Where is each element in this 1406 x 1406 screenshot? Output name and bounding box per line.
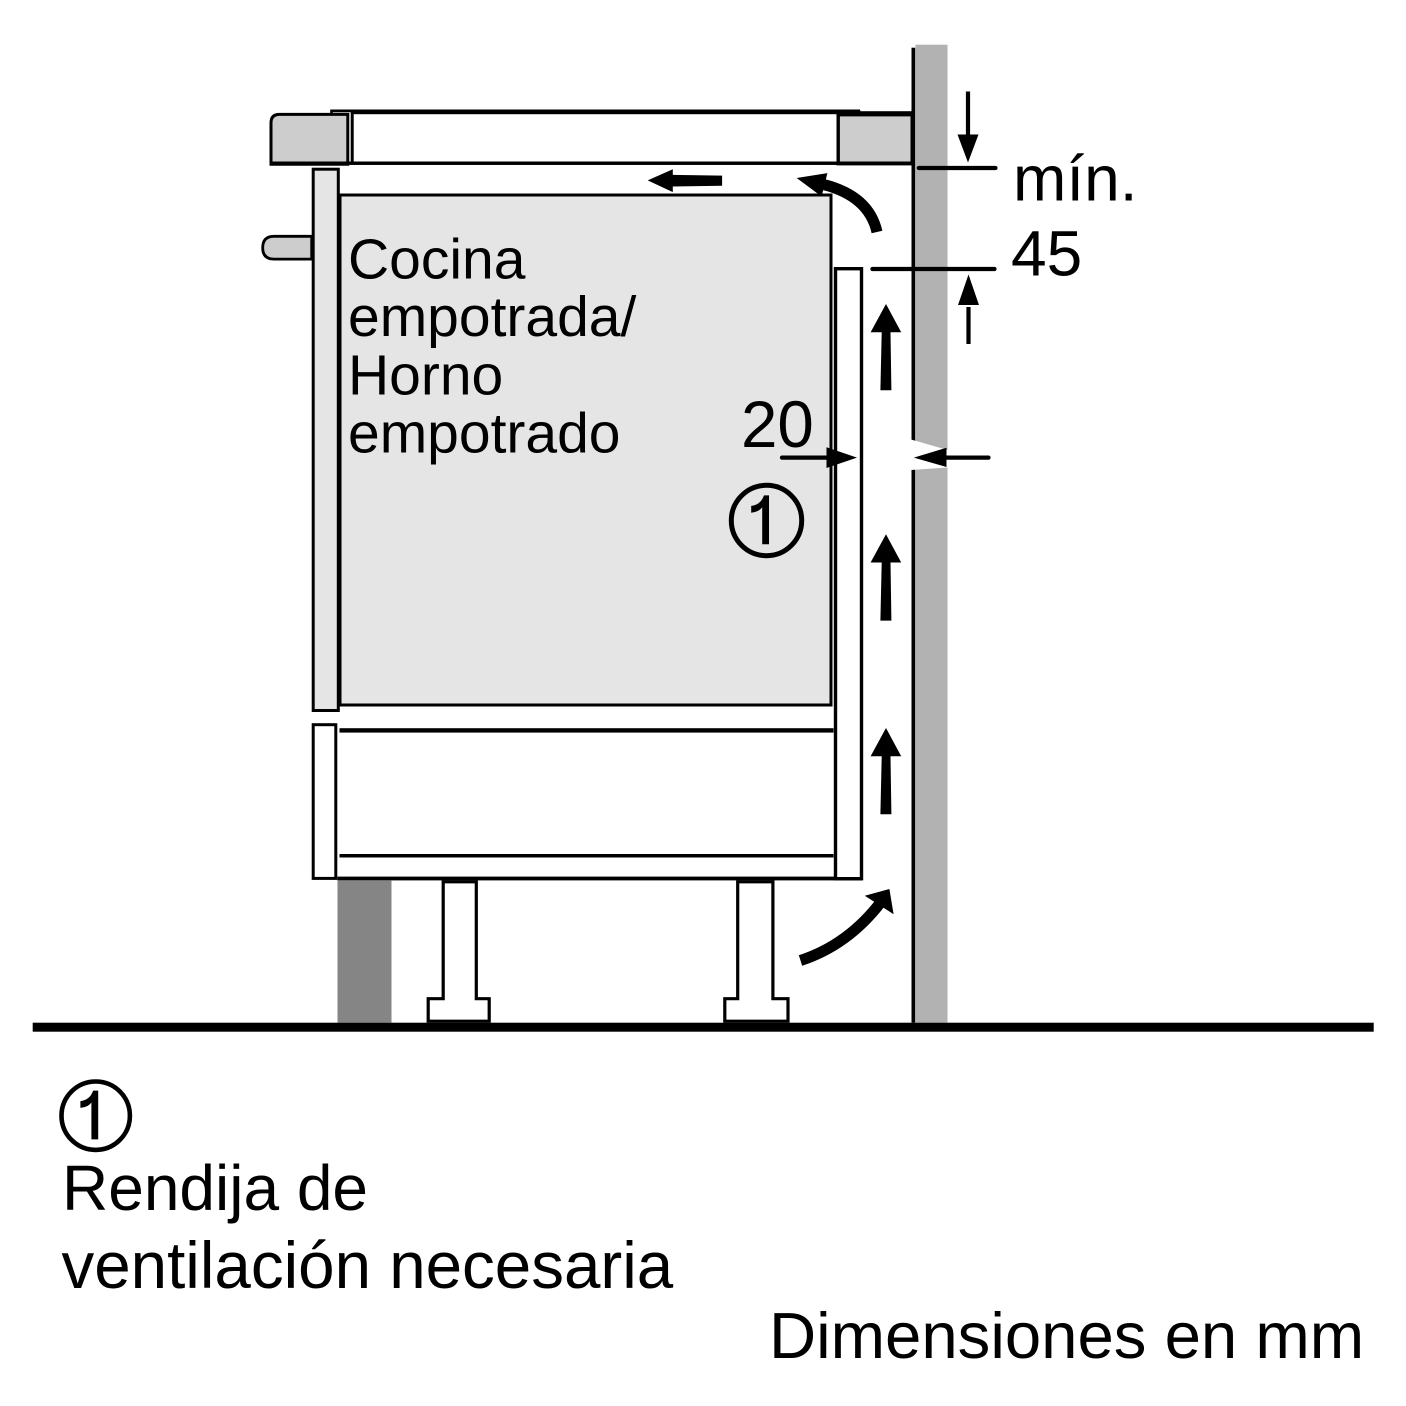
svg-text:Horno: Horno	[348, 344, 503, 408]
svg-text:20: 20	[741, 388, 814, 461]
svg-text:Rendija de: Rendija de	[62, 1152, 368, 1224]
svg-text:45: 45	[1011, 218, 1082, 290]
svg-text:empotrada/: empotrada/	[348, 285, 637, 349]
svg-text:Dimensiones en mm: Dimensiones en mm	[769, 1299, 1364, 1372]
svg-text:empotrado: empotrado	[348, 402, 621, 466]
svg-text:mín.: mín.	[1013, 143, 1137, 215]
svg-text:ventilación necesaria: ventilación necesaria	[62, 1229, 674, 1302]
svg-text:Cocina: Cocina	[348, 227, 526, 291]
